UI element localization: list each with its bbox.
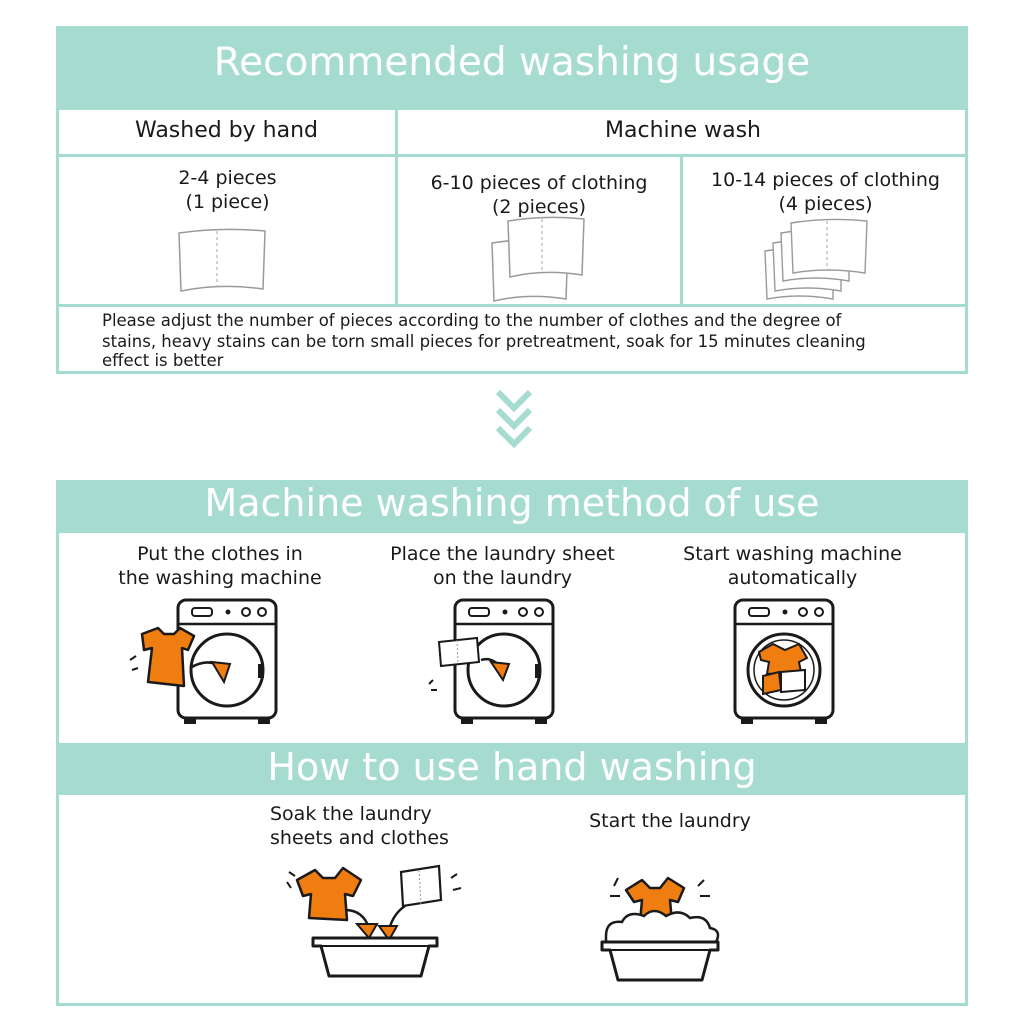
sheet-single-icon <box>178 228 266 292</box>
column-header-hand: Washed by hand <box>134 118 319 143</box>
usage-cell-machine-2: 6-10 pieces of clothing (2 pieces) <box>398 171 680 219</box>
machine-step-2-line-2: on the laundry <box>432 567 573 589</box>
chevron-down-icon <box>495 389 533 449</box>
hand-step-1-line-1: Soak the laundry <box>270 803 432 825</box>
machine-step-1-label: Put the clothes in the washing machine <box>100 542 340 590</box>
usage-note-line-3: effect is better <box>102 351 224 370</box>
machine-step-2-line-1: Place the laundry sheet <box>390 543 615 565</box>
usage-title: Recommended washing usage <box>56 26 968 110</box>
machine-title: Machine washing method of use <box>56 480 968 533</box>
hand-step-2-line-1: Start the laundry <box>589 810 751 832</box>
usage-cell-machine-2-count: 6-10 pieces of clothing <box>430 172 648 194</box>
usage-cell-machine-4: 10-14 pieces of clothing (4 pieces) <box>683 168 968 216</box>
machine-step-3-label: Start washing machine automatically <box>660 542 925 590</box>
usage-note-line-1: Please adjust the number of pieces accor… <box>102 311 842 330</box>
washing-machine-sheet-icon <box>428 598 555 724</box>
basin-wash-icon <box>600 876 720 982</box>
washing-machine-running-icon <box>733 598 835 724</box>
hand-step-2-label: Start the laundry <box>570 809 770 833</box>
usage-cell-machine-4-pieces: (4 pieces) <box>778 193 873 215</box>
column-header-machine: Machine wash <box>605 118 761 143</box>
sheet-quad-icon <box>764 218 868 300</box>
usage-cell-machine-2-pieces: (2 pieces) <box>491 196 587 218</box>
hand-title: How to use hand washing <box>56 743 968 795</box>
usage-note: Please adjust the number of pieces accor… <box>102 310 962 369</box>
machine-step-1-line-2: the washing machine <box>118 567 322 589</box>
washing-machine-clothes-icon <box>129 598 278 724</box>
machine-step-2-label: Place the laundry sheet on the laundry <box>370 542 635 590</box>
usage-cell-hand-count: 2-4 pieces <box>178 167 277 189</box>
hand-step-1-label: Soak the laundry sheets and clothes <box>270 802 460 850</box>
machine-step-3-line-1: Start washing machine <box>683 543 902 565</box>
usage-cell-hand: 2-4 pieces (1 piece) <box>60 166 395 214</box>
usage-note-line-2: stains, heavy stains can be torn small p… <box>102 332 866 351</box>
machine-step-3-line-2: automatically <box>727 567 858 589</box>
usage-cell-hand-pieces: (1 piece) <box>185 191 270 213</box>
hand-step-1-line-2: sheets and clothes <box>270 827 449 849</box>
usage-cell-machine-4-count: 10-14 pieces of clothing <box>711 169 940 191</box>
machine-step-1-line-1: Put the clothes in <box>137 543 303 565</box>
basin-soak-icon <box>286 864 462 978</box>
sheet-double-icon <box>491 216 585 302</box>
